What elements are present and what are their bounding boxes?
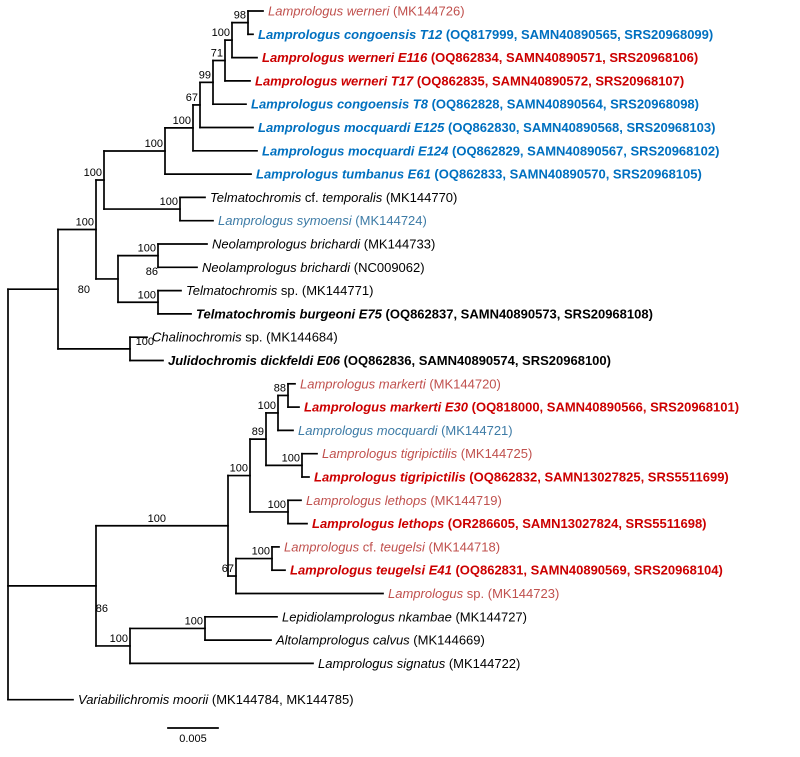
taxon-label: Lamprologus werneri (MK144726) <box>268 4 465 19</box>
taxon-label: Variabilichromis moorii (MK144784, MK144… <box>78 692 354 707</box>
support-value: 67 <box>186 92 198 104</box>
taxon-label: Lamprologus tumbanus E61 (OQ862833, SAMN… <box>256 167 702 182</box>
taxon-label: Lamprologus signatus (MK144722) <box>318 656 520 671</box>
taxon-label: Lamprologus tigripictilis (OQ862832, SAM… <box>314 470 729 485</box>
taxon-label: Lamprologus werneri E116 (OQ862834, SAMN… <box>262 50 698 65</box>
taxon-label: Lamprologus congoensis T8 (OQ862828, SAM… <box>251 97 699 112</box>
taxon-label: Lamprologus congoensis T12 (OQ817999, SA… <box>258 27 713 42</box>
support-value: 80 <box>78 284 90 296</box>
support-value: 100 <box>84 167 102 179</box>
taxon-label: Lamprologus tigripictilis (MK144725) <box>322 446 532 461</box>
support-value: 100 <box>173 115 191 127</box>
support-value: 88 <box>274 382 286 394</box>
support-value: 100 <box>282 452 300 464</box>
support-value: 100 <box>230 463 248 475</box>
taxon-label: Lamprologus cf. teugelsi (MK144718) <box>284 539 500 554</box>
scale-bar-label: 0.005 <box>179 733 207 745</box>
support-value: 100 <box>145 138 163 150</box>
taxon-label: Neolamprologus brichardi (MK144733) <box>212 237 435 252</box>
support-value: 100 <box>138 243 156 255</box>
taxon-label: Lamprologus werneri T17 (OQ862835, SAMN4… <box>255 73 684 88</box>
support-value: 100 <box>110 633 128 645</box>
taxon-label: Lepidiolamprologus nkambae (MK144727) <box>282 609 527 624</box>
taxon-label: Lamprologus mocquardi E124 (OQ862829, SA… <box>262 143 719 158</box>
taxon-label: Altolamprologus calvus (MK144669) <box>275 633 485 648</box>
taxon-label: Lamprologus markerti E30 (OQ818000, SAMN… <box>304 400 739 415</box>
support-value: 100 <box>138 289 156 301</box>
support-value: 86 <box>96 603 108 615</box>
taxon-label: Lamprologus sp. (MK144723) <box>388 586 559 601</box>
taxon-label: Julidochromis dickfeldi E06 (OQ862836, S… <box>168 353 611 368</box>
support-value: 100 <box>212 27 230 39</box>
taxon-label: Neolamprologus brichardi (NC009062) <box>202 260 425 275</box>
support-value: 100 <box>185 615 203 627</box>
support-value: 67 <box>222 563 234 575</box>
taxon-label: Lamprologus mocquardi (MK144721) <box>298 423 513 438</box>
support-value: 86 <box>146 266 158 278</box>
taxon-label: Telmatochromis sp. (MK144771) <box>186 283 373 298</box>
taxon-label: Lamprologus lethops (OR286605, SAMN13027… <box>312 516 707 531</box>
support-value: 89 <box>252 426 264 438</box>
support-value: 98 <box>234 10 246 22</box>
support-value: 100 <box>252 546 270 558</box>
taxon-label: Lamprologus lethops (MK144719) <box>306 493 502 508</box>
support-value: 100 <box>136 336 154 348</box>
taxon-label: Telmatochromis burgeoni E75 (OQ862837, S… <box>196 306 653 321</box>
support-value: 99 <box>199 69 211 81</box>
taxon-label: Telmatochromis cf. temporalis (MK144770) <box>210 190 457 205</box>
support-value: 100 <box>268 499 286 511</box>
taxon-label: Chalinochromis sp. (MK144684) <box>152 330 338 345</box>
taxon-label: Lamprologus markerti (MK144720) <box>300 376 501 391</box>
support-value: 100 <box>160 196 178 208</box>
taxon-label: Lamprologus symoensi (MK144724) <box>218 213 427 228</box>
taxon-label: Lamprologus mocquardi E125 (OQ862830, SA… <box>258 120 715 135</box>
support-value: 100 <box>76 216 94 228</box>
taxon-label: Lamprologus teugelsi E41 (OQ862831, SAMN… <box>290 563 723 578</box>
support-value: 100 <box>258 400 276 412</box>
support-value: 100 <box>148 513 166 525</box>
support-value: 71 <box>211 48 223 60</box>
